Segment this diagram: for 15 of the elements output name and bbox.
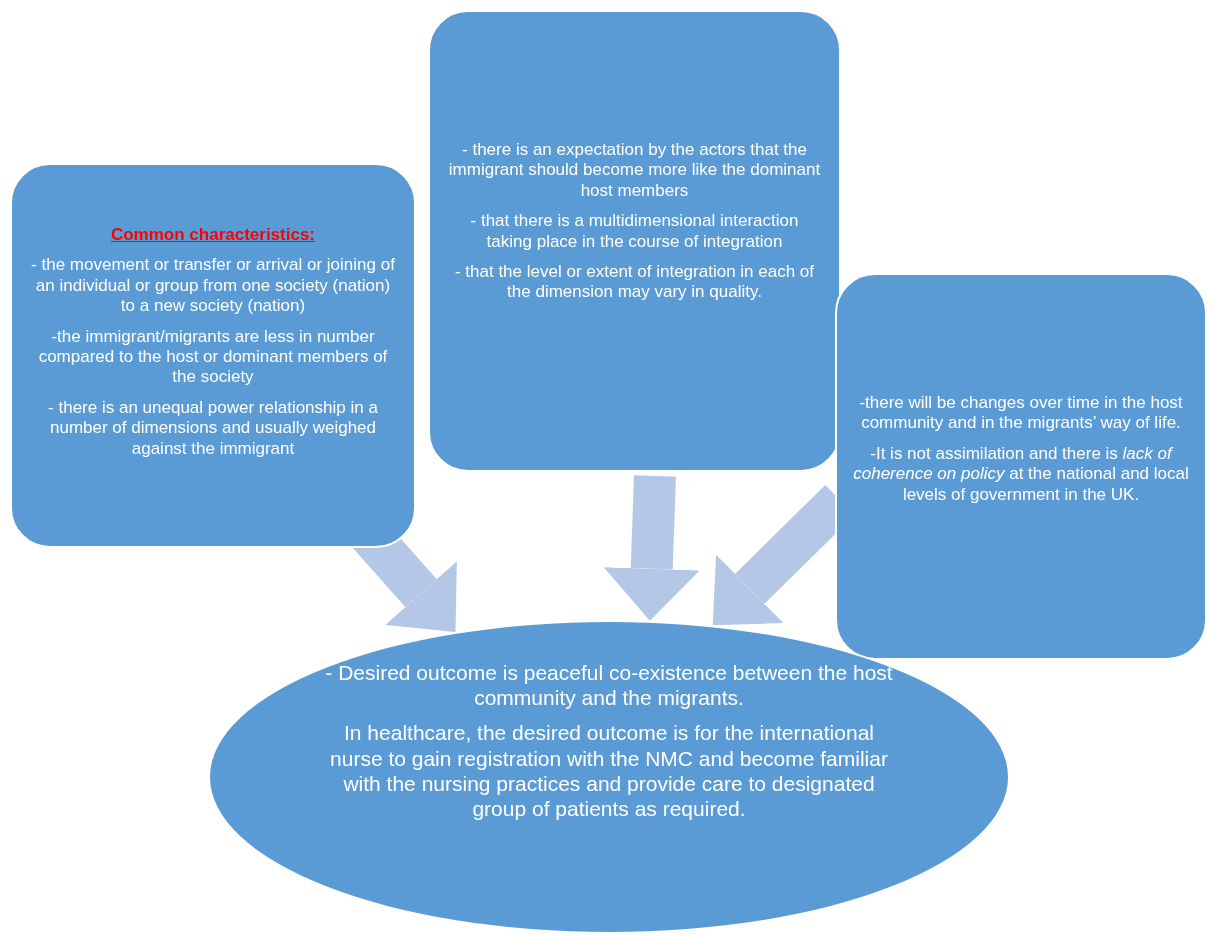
block-arrow [603, 475, 700, 621]
body-text: - that the level or extent of integration in each of the dimension may vary in quality. [453, 261, 816, 303]
body-text: In healthcare, the desired outcome is for the international nurse to gain registration with the NMC and become familiar with the nursing practices and provide care to designated group of patients as required. [329, 720, 889, 822]
heading: Common characteristics: [109, 225, 317, 246]
body-text: - that there is a multidimensional interaction taking place in the course of integration [469, 211, 800, 252]
body-text: -there will be changes over time in the host community and in the migrants’ way of life. [858, 393, 1184, 434]
body-text: - Desired outcome is peaceful co-existence between the host community and the migrants. [324, 660, 894, 711]
text-box [10, 163, 416, 548]
body-text: -the immigrant/migrants are less in number compared to the host or dominant members of the society [37, 326, 389, 388]
body-text: - there is an unequal power relationship in a number of dimensions and usually weighed against the immigrant [47, 397, 379, 459]
body-text: - there is an expectation by the actors that the immigrant should become more like the dominant host members [447, 140, 822, 202]
body-text: - the movement or transfer or arrival or joining of an individual or group from one society (nation) to a new society (nation) [30, 255, 396, 317]
body-text: -It is not assimilation and there is lack of coherence on policy at the national and local levels of government in the UK. [852, 443, 1190, 505]
text-box [428, 10, 841, 472]
text-box [835, 273, 1207, 660]
